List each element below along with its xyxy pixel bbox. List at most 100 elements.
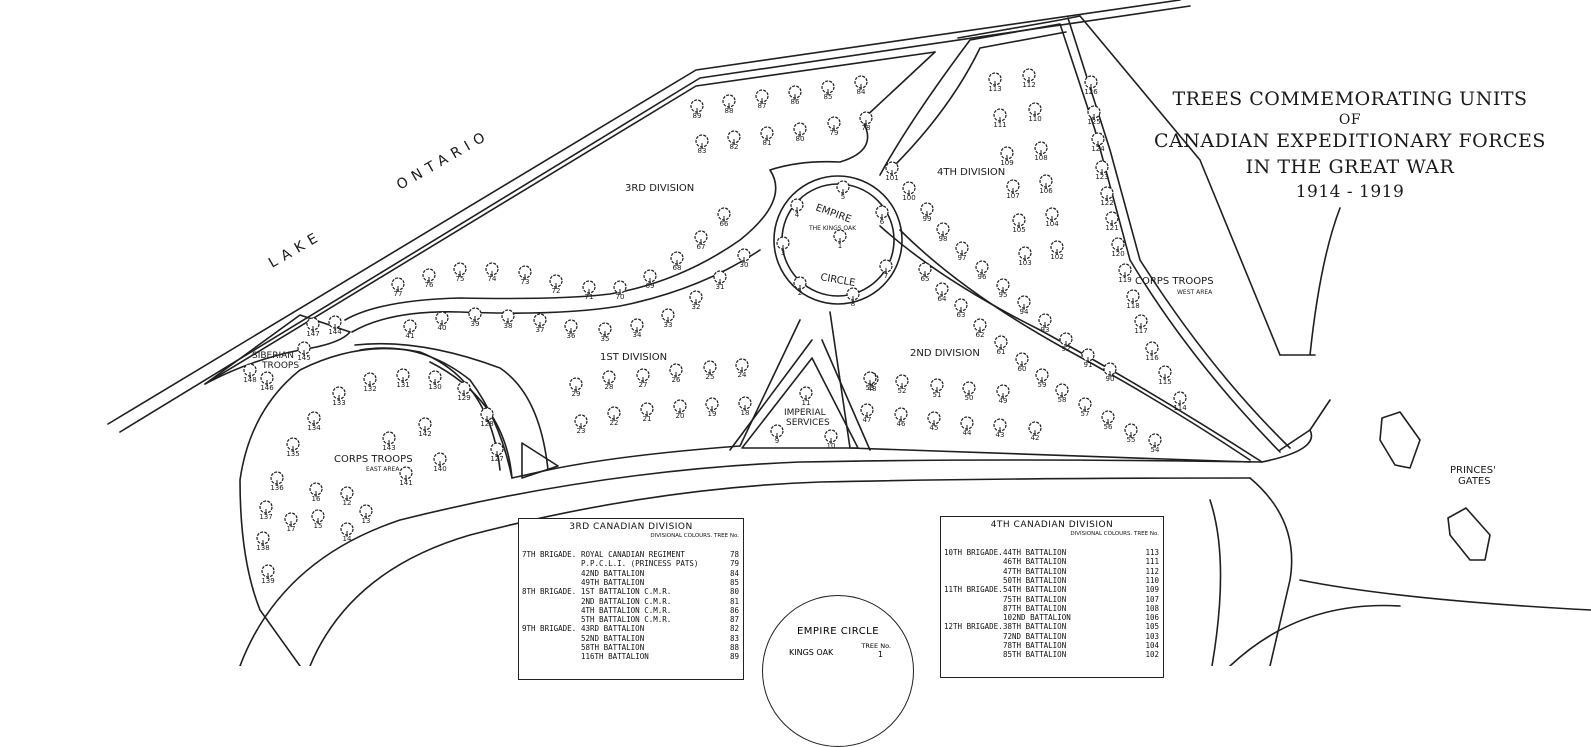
tree-number: 73 xyxy=(521,278,530,286)
unit-cell: 116TH BATTALION xyxy=(581,652,649,662)
imperial-label: IMPERIAL xyxy=(784,408,826,418)
tree-number: 43 xyxy=(996,431,1005,439)
tree-number-cell: 89 xyxy=(729,652,739,662)
tree-118-icon: 118 xyxy=(1126,289,1140,310)
tree-53-icon: 53 xyxy=(863,371,877,392)
tree-20-icon: 20 xyxy=(673,399,687,420)
services-label: SERVICES xyxy=(786,418,830,428)
table-3rd-col-tree: TREE No. xyxy=(713,533,739,539)
tree-36-icon: 36 xyxy=(564,319,578,340)
tree-99-icon: 99 xyxy=(920,202,934,223)
tree-6-icon: 6 xyxy=(875,205,889,226)
tree-number-cell: 113 xyxy=(1145,548,1159,557)
tree-number: 129 xyxy=(457,394,470,402)
tree-11-icon: 11 xyxy=(799,386,813,407)
princes-gate-east xyxy=(1379,411,1421,469)
tree-number: 69 xyxy=(646,282,655,290)
tree-28-icon: 28 xyxy=(602,370,616,391)
tree-44-icon: 44 xyxy=(960,416,974,437)
table-row: 2ND BATTALION C.M.R.81 xyxy=(519,597,743,606)
tree-number: 14 xyxy=(343,535,352,543)
tree-number: 130 xyxy=(428,383,441,391)
unit-cell: 75TH BATTALION xyxy=(1003,594,1067,604)
troops-label: TROOPS xyxy=(261,361,299,371)
table-row: 8TH BRIGADE.1ST BATTALION C.M.R.80 xyxy=(519,587,743,596)
tree-number: 86 xyxy=(791,98,800,106)
tree-number: 53 xyxy=(866,384,875,392)
siberian-label: SIBERIAN xyxy=(252,351,294,361)
tree-number: 137 xyxy=(259,513,272,521)
tree-21-icon: 21 xyxy=(640,402,654,423)
div1-bed-edge xyxy=(351,249,761,333)
unit-cell: 38TH BATTALION xyxy=(1003,622,1067,632)
tree-80-icon: 80 xyxy=(793,122,807,143)
tree-8-icon: 8 xyxy=(846,287,860,308)
tree-number: 5 xyxy=(841,193,845,201)
tree-number: 46 xyxy=(897,420,906,428)
tree-number: 136 xyxy=(270,484,284,492)
tree-number: 18 xyxy=(741,409,750,417)
tree-94-icon: 94 xyxy=(1017,295,1031,316)
tree-29-icon: 29 xyxy=(569,377,583,398)
tree-41-icon: 41 xyxy=(403,319,417,340)
tree-17-icon: 17 xyxy=(284,512,298,533)
tree-130-icon: 130 xyxy=(428,370,442,391)
unit-cell: 52ND BATTALION xyxy=(581,633,645,643)
div1-label: 1ST DIVISION xyxy=(600,352,667,363)
tree-number: 26 xyxy=(672,376,681,384)
tree-93-icon: 93 xyxy=(1038,313,1052,334)
tree-128-icon: 128 xyxy=(480,407,494,428)
tree-number: 19 xyxy=(708,410,717,418)
tree-39-icon: 39 xyxy=(468,307,482,328)
tree-66-icon: 66 xyxy=(717,207,731,228)
east-drive xyxy=(1249,477,1293,666)
tree-12-icon: 12 xyxy=(340,486,354,507)
tree-85-icon: 85 xyxy=(821,80,835,101)
park-map: 1234567891011121314151617181920212223242… xyxy=(107,0,1591,666)
tree-37-icon: 37 xyxy=(533,313,547,334)
tree-117-icon: 117 xyxy=(1134,314,1148,335)
tree-number-cell: 85 xyxy=(729,577,739,587)
tree-107-icon: 107 xyxy=(1006,179,1020,200)
tree-64-icon: 64 xyxy=(935,282,949,303)
corps-east-label: CORPS TROOPS xyxy=(334,454,413,465)
tree-number: 34 xyxy=(633,331,642,339)
tree-111-icon: 111 xyxy=(993,108,1007,129)
tree-number: 36 xyxy=(567,332,576,340)
tree-27-icon: 27 xyxy=(636,368,650,389)
tree-number: 49 xyxy=(999,397,1008,405)
tree-34-icon: 34 xyxy=(630,318,644,339)
tree-number-cell: 104 xyxy=(1145,641,1159,650)
tree-51-icon: 51 xyxy=(930,378,944,399)
tree-18-icon: 18 xyxy=(738,396,752,417)
tree-26-icon: 26 xyxy=(669,363,683,384)
tree-number-cell: 105 xyxy=(1145,622,1159,632)
tree-123-icon: 123 xyxy=(1095,160,1109,181)
tree-148-icon: 148 xyxy=(243,363,257,384)
tree-number-cell: 112 xyxy=(1145,566,1159,576)
tree-number: 21 xyxy=(643,415,652,423)
tree-number: 116 xyxy=(1145,354,1159,362)
tree-number: 32 xyxy=(692,303,701,311)
tree-number: 78 xyxy=(862,124,871,132)
brigade-cell: 8TH BRIGADE. xyxy=(522,587,577,597)
tree-74-icon: 74 xyxy=(485,262,499,283)
tree-number: 117 xyxy=(1134,327,1147,335)
tree-87-icon: 87 xyxy=(755,89,769,110)
brigade-cell: 10TH BRIGADE. xyxy=(944,548,1003,557)
tree-71-icon: 71 xyxy=(582,280,596,301)
tree-15-icon: 15 xyxy=(311,509,325,530)
tree-number: 100 xyxy=(902,194,915,202)
tree-125-icon: 125 xyxy=(1087,105,1101,126)
tree-number: 48 xyxy=(868,385,877,393)
tree-9-icon: 9 xyxy=(770,424,784,445)
unit-cell: 42ND BATTALION xyxy=(581,568,645,578)
tree-19-icon: 19 xyxy=(705,397,719,418)
tree-1-icon: 1 xyxy=(833,229,847,250)
tree-number: 79 xyxy=(830,129,839,137)
tree-number-cell: 86 xyxy=(729,605,739,615)
tree-number: 9 xyxy=(775,437,779,445)
tree-number: 84 xyxy=(857,88,866,96)
